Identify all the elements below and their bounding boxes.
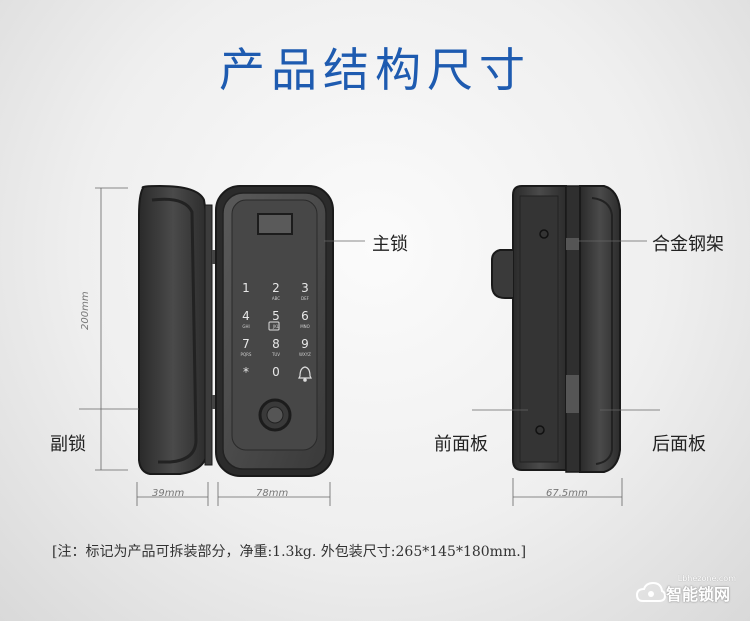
rear-panel-label: 后面板 [652,434,706,455]
watermark-url: Lbhezone.com [677,574,736,583]
sub-lock-side-view [138,184,216,475]
keypad-key-digit[interactable]: 7 [242,337,250,351]
keypad-key-digit[interactable]: 4 [242,309,250,323]
keypad-key-digit[interactable]: 3 [301,281,309,295]
keypad-key-digit[interactable]: 9 [301,337,309,351]
bell-icon [298,366,312,382]
keypad-key-letters: PQRS [241,352,252,357]
keypad-key-letters: ABC [272,296,280,301]
side-width-dimension [136,482,209,506]
main-lock-front-view [215,185,334,477]
depth-label: 67.5mm [546,488,588,499]
front-width-dimension [217,482,331,506]
main-lock-label: 主锁 [372,234,408,255]
side-view-right [491,185,621,473]
keypad-key-letters: MNO [300,324,310,329]
keypad-key-digit[interactable]: 1 [242,281,250,295]
depth-dimension [512,478,623,506]
alloy-frame-label: 合金钢架 [652,234,724,255]
side-width-label: 39mm [152,488,185,499]
page-title: 产品结构尺寸 [219,43,531,97]
height-dimension [95,187,128,471]
watermark-brand: 智能锁网 [665,585,730,604]
front-width-label: 78mm [256,488,289,499]
keypad-key-digit[interactable]: 8 [272,337,280,351]
keypad-key-digit[interactable]: 0 [272,365,280,379]
footer-note: [注：标记为产品可拆装部分，净重:1.3kg. 外包装尺寸:265*145*18… [52,544,527,560]
cloud-logo-icon [635,581,666,602]
watermark: 智能锁网 [635,581,730,605]
height-dimension-label: 200mm [80,291,91,330]
keypad-key-letters: DEF [301,296,310,301]
keypad-key-letters: TUV [271,352,280,357]
card-reader-icon [268,321,280,331]
sub-lock-label: 副锁 [50,434,86,455]
keypad-key-letters: GHI [242,324,249,329]
front-panel-label: 前面板 [434,434,488,455]
keypad-key-letters: WXYZ [299,352,311,357]
keypad-key-letters: JKL [272,324,280,329]
keypad-key-digit[interactable]: * [243,365,249,379]
keypad-key-digit[interactable]: 5 [272,309,280,323]
keypad-key-digit[interactable]: 6 [301,309,309,323]
keypad-key-digit[interactable]: 2 [272,281,280,295]
